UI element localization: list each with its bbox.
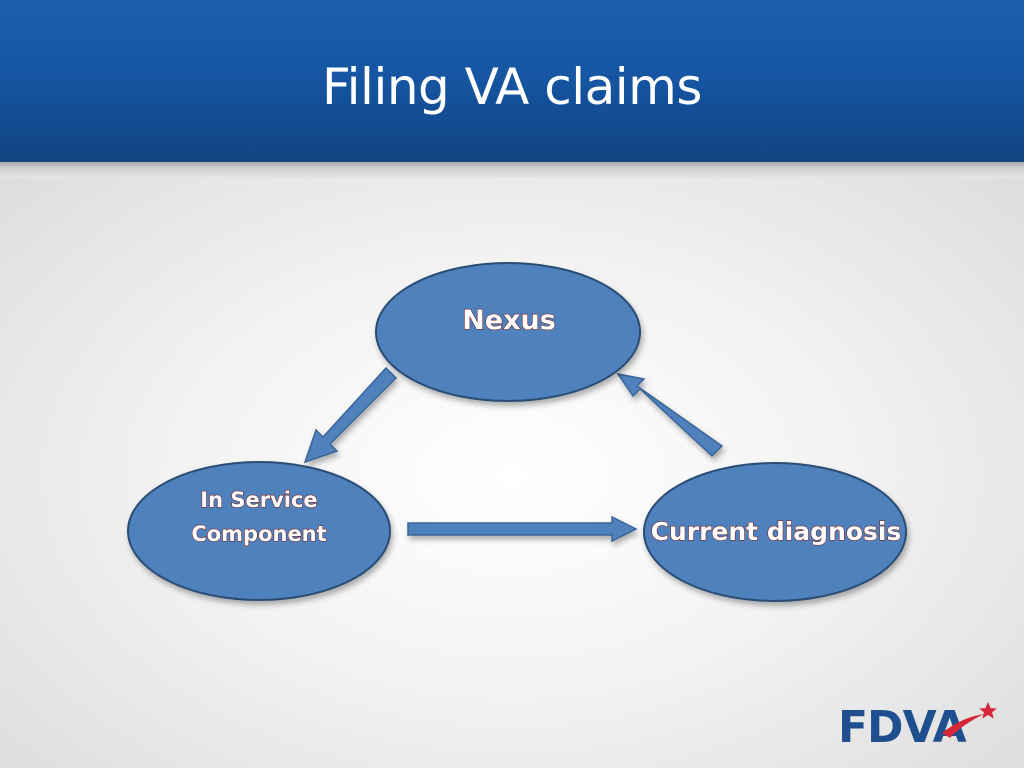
arrow-nexus-to-in-service [303, 366, 398, 464]
node-label: Current diagnosis [651, 517, 902, 546]
arrow-current-diagnosis-to-nexus [616, 372, 724, 458]
logo-wordmark: FDVA [838, 702, 967, 746]
node-shape [127, 461, 391, 601]
node-label-line-1: In Service [200, 488, 317, 512]
arrow-shape [407, 515, 638, 543]
node-current-diagnosis: Current diagnosis [643, 462, 907, 602]
node-shape [375, 262, 641, 402]
node-in-service-component: In Service Component [127, 461, 391, 601]
slide-title: Filing VA claims [322, 58, 702, 116]
fdva-logo: FDVA [838, 702, 997, 746]
star-icon [979, 702, 997, 719]
arrow-in-service-to-current-diagnosis [407, 515, 638, 543]
arrow-shape [303, 366, 398, 464]
node-label-line-2: Component [191, 522, 326, 546]
node-nexus: Nexus [375, 262, 641, 402]
logo-swoosh [942, 714, 984, 738]
node-shape [643, 462, 907, 602]
header-divider [0, 162, 1024, 178]
arrow-shape [616, 372, 724, 458]
header-bar [0, 0, 1024, 162]
node-label: Nexus [462, 305, 556, 336]
